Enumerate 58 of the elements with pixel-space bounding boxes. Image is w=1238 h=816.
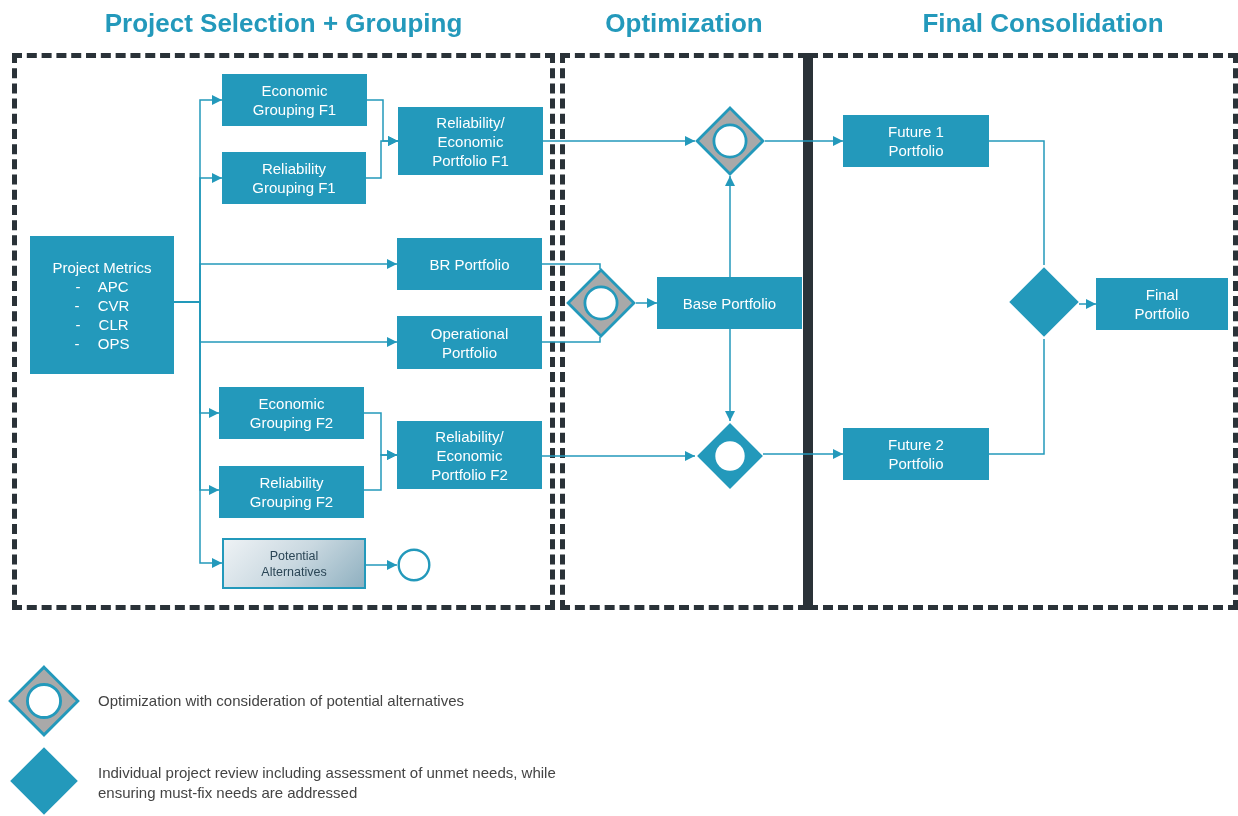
box-label: Base Portfolio	[682, 293, 777, 313]
process-box	[657, 277, 802, 329]
box-label: Economic Grouping F1	[251, 81, 338, 119]
box-label: Reliability/ Economic Portfolio F1	[431, 112, 510, 170]
review-diamond	[1007, 265, 1081, 339]
process-box	[397, 316, 542, 369]
optimization-diamond	[566, 268, 636, 338]
arrow	[363, 450, 398, 491]
legend-text: Optimization with consideration of potential alternatives	[98, 691, 466, 711]
box-label: Future 2 Portfolio	[887, 435, 945, 473]
list-item: - CLR	[75, 314, 129, 334]
arrow	[1078, 299, 1097, 309]
end-circle	[397, 548, 431, 582]
box-label: Economic Grouping F2	[248, 394, 335, 432]
review-diamond	[695, 421, 765, 491]
list-item: - OPS	[74, 333, 130, 353]
connector-line	[988, 140, 1045, 266]
arrow	[173, 301, 223, 568]
box-label: Reliability Grouping F1	[251, 159, 337, 197]
box-label: Project Metrics	[52, 257, 152, 277]
box-label: BR Portfolio	[429, 254, 510, 274]
section-heading: Optimization	[604, 8, 764, 39]
arrow	[365, 136, 399, 179]
process-box	[843, 115, 989, 167]
box-label: Future 1 Portfolio	[887, 122, 945, 160]
process-box	[397, 238, 542, 290]
box-label: Final Portfolio	[1133, 285, 1191, 323]
box-label: Reliability Grouping F2	[248, 473, 335, 511]
box-label: Operational Portfolio	[429, 323, 510, 362]
process-box	[219, 387, 364, 439]
section-heading: Final Consolidation	[921, 8, 1165, 39]
arrow	[725, 328, 735, 422]
arrow	[764, 136, 844, 146]
process-box	[843, 428, 989, 480]
alternatives-box	[222, 538, 366, 589]
arrow	[725, 175, 735, 278]
connector-line	[988, 338, 1045, 455]
arrow	[542, 136, 696, 146]
process-box	[30, 236, 174, 374]
section-heading: Project Selection + Grouping	[103, 8, 464, 39]
process-box	[398, 107, 543, 175]
process-box	[219, 466, 364, 518]
legend-text: Individual project review including assessment of unmet needs, while ensuring must-fix needs are addressed	[98, 763, 557, 803]
box-label: Reliability/ Economic Portfolio F2	[430, 426, 509, 484]
arrow	[762, 449, 844, 459]
arrow	[365, 560, 398, 570]
process-box	[1096, 278, 1228, 330]
optimization-diamond	[695, 106, 765, 176]
connector-line	[541, 336, 601, 343]
process-box	[222, 152, 366, 204]
process-box	[222, 74, 367, 126]
arrow	[541, 451, 696, 461]
arrow	[635, 298, 658, 308]
list-item: - APC	[75, 276, 129, 296]
connector-line	[541, 263, 601, 270]
list-item: - CVR	[74, 295, 130, 315]
box-label: Potential Alternatives	[260, 547, 328, 580]
process-box	[397, 421, 542, 489]
